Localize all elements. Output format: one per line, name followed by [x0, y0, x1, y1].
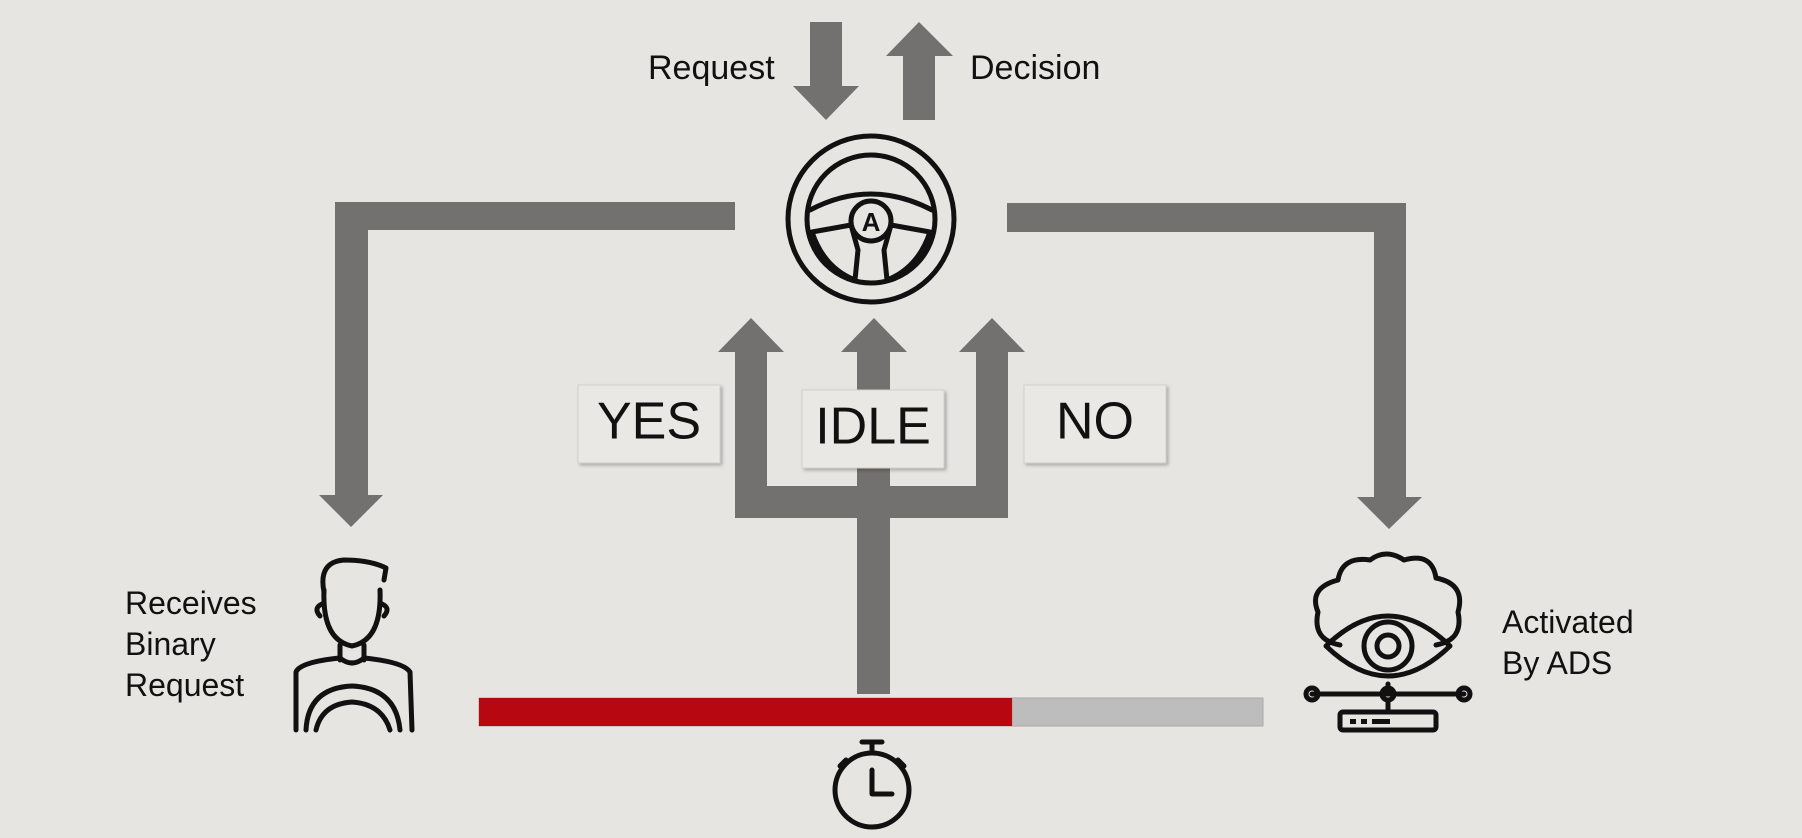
idle-option: IDLE [801, 389, 945, 469]
yes-option: YES [577, 384, 721, 464]
driver-icon [293, 557, 415, 733]
driver-label-line-1: Receives [125, 585, 257, 621]
ads-label: Activated By ADS [1502, 604, 1643, 681]
driver-label-line-2: Binary [125, 626, 216, 662]
decision-label: Decision [970, 49, 1100, 87]
yes-label: YES [597, 393, 701, 451]
driver-label: Receives Binary Request [125, 585, 266, 703]
wheel-to-driver-arrow [319, 202, 735, 527]
ads-label-line-1: Activated [1502, 604, 1634, 640]
wheel-badge-letter: A [862, 207, 881, 237]
driver-label-line-3: Request [125, 667, 244, 703]
options-fork-arrow [718, 318, 1025, 694]
request-label: Request [648, 49, 775, 87]
stopwatch-icon [832, 739, 912, 830]
timer-fill [479, 698, 1013, 726]
timer-progress-bar [478, 697, 1264, 727]
ads-label-line-2: By ADS [1502, 645, 1612, 681]
no-label: NO [1056, 393, 1134, 451]
cloud-eye-network-icon [1303, 551, 1473, 733]
steering-wheel-icon: A [785, 133, 957, 305]
request-arrow [793, 22, 859, 120]
idle-label: IDLE [815, 398, 931, 456]
decision-arrow [886, 22, 953, 120]
wheel-to-ads-arrow [1007, 203, 1422, 529]
no-option: NO [1023, 384, 1167, 464]
